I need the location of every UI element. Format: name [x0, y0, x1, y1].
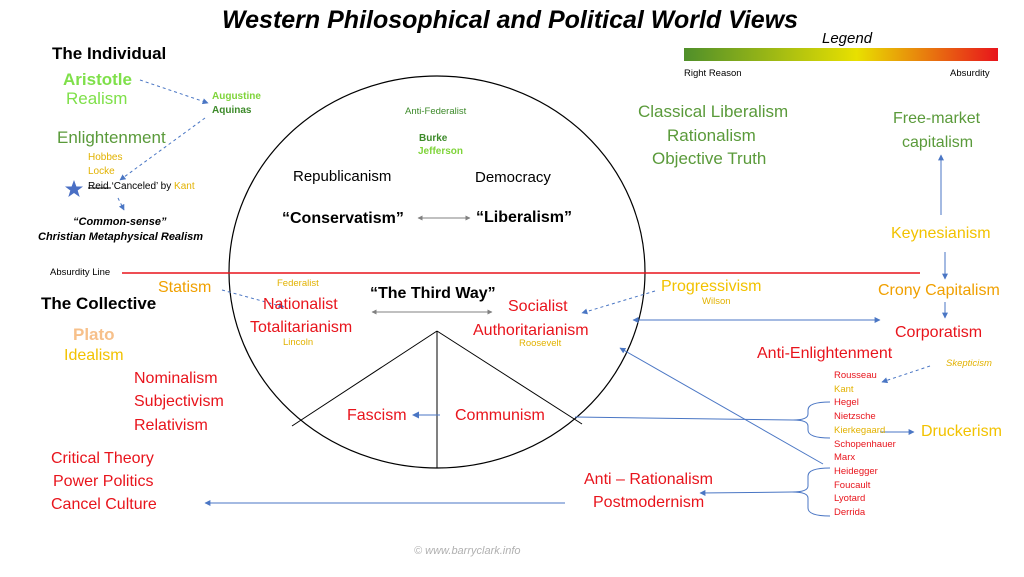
aristotle-label: Aristotle: [63, 70, 132, 89]
thinker-kierkegaard: Kierkegaard: [834, 425, 886, 436]
realism-label: Realism: [66, 89, 128, 108]
collective-heading: The Collective: [41, 294, 157, 313]
anti-enlightenment-label: Anti-Enlightenment: [757, 345, 893, 362]
progressivism-socialist-arrow: [581, 290, 656, 315]
plato-label: Plato: [73, 325, 115, 344]
heidegger-authoritarianism-arrow: [619, 347, 824, 465]
locke-label: Locke: [88, 166, 115, 177]
augustine-label: Augustine: [212, 91, 261, 102]
nominalism-label: Nominalism: [134, 370, 218, 387]
aristotle-augustine-arrow: [139, 79, 209, 105]
free-market-label-line2: capitalism: [902, 134, 974, 151]
skepticism-label: Skepticism: [946, 358, 992, 369]
thinker-rousseau: Rousseau: [834, 370, 877, 381]
free-market-label-line1: Free-market: [893, 110, 981, 127]
federalist-label: Federalist: [277, 278, 319, 289]
thinkers-upper-brace: [792, 401, 831, 439]
thinker-foucault: Foucault: [834, 480, 871, 491]
postmodernism-label: Postmodernism: [593, 494, 705, 511]
wilson-label: Wilson: [702, 296, 731, 307]
corporatism-label: Corporatism: [895, 324, 983, 341]
communism-label: Communism: [455, 407, 545, 424]
jefferson-label: Jefferson: [418, 146, 464, 157]
legend-left-label: Right Reason: [684, 68, 742, 79]
aquinas-label: Aquinas: [212, 105, 252, 116]
kant-by-label: Kant: [174, 181, 195, 192]
authoritarianism-label: Authoritarianism: [473, 322, 589, 339]
classical-liberalism-label: Classical Liberalism: [638, 102, 789, 121]
thinker-kant: Kant: [834, 384, 854, 395]
druckerism-label: Druckerism: [921, 423, 1002, 440]
common-sense-label: “Common-sense”: [73, 216, 167, 228]
conservatism-label: “Conservatism”: [282, 210, 404, 227]
crony-capitalism-label: Crony Capitalism: [878, 282, 1000, 299]
cancel-culture-label: Cancel Culture: [51, 496, 157, 513]
subjectivism-label: Subjectivism: [134, 393, 224, 410]
legend-gradient-bar: [684, 48, 998, 61]
hobbes-label: Hobbes: [88, 152, 123, 163]
legend-title: Legend: [822, 30, 873, 47]
individual-heading: The Individual: [52, 44, 167, 63]
statism-label: Statism: [158, 279, 212, 296]
thinker-schopenhauer: Schopenhauer: [834, 439, 896, 450]
democracy-label: Democracy: [475, 169, 551, 186]
reid-label: Reid‘Canceled’ by Kant: [88, 181, 195, 193]
power-politics-label: Power Politics: [53, 473, 154, 490]
page-title: Western Philosophical and Political Worl…: [222, 6, 799, 34]
fascism-label: Fascism: [347, 407, 407, 424]
burke-label: Burke: [419, 133, 448, 144]
lincoln-label: Lincoln: [283, 337, 314, 348]
totalitarianism-label: Totalitarianism: [250, 319, 353, 336]
thinker-nietzsche: Nietzsche: [834, 411, 876, 422]
roosevelt-label: Roosevelt: [519, 338, 562, 349]
thinker-derrida: Derrida: [834, 507, 866, 518]
thinker-marx: Marx: [834, 452, 856, 463]
keynesianism-label: Keynesianism: [891, 225, 991, 242]
liberalism-label: “Liberalism”: [476, 209, 573, 226]
canceled-by-text: ‘Canceled’ by: [111, 181, 175, 192]
critical-theory-label: Critical Theory: [51, 450, 154, 467]
third-way-label: “The Third Way”: [370, 285, 496, 302]
copyright-notice: © www.barryclark.info: [414, 545, 521, 557]
enlightenment-label: Enlightenment: [57, 128, 166, 147]
nationalist-label: Nationalist: [263, 296, 338, 313]
christian-realism-label: Christian Metaphysical Realism: [38, 231, 204, 243]
star-icon: [65, 180, 83, 197]
thinker-lyotard: Lyotard: [834, 493, 866, 504]
peace-line-right: [436, 330, 583, 425]
communism-fascism-arrow: [412, 411, 440, 419]
brace-communism-line: [574, 416, 794, 421]
anti-rationalism-label: Anti – Rationalism: [584, 471, 713, 488]
peace-line-left: [291, 330, 438, 427]
thinker-heidegger: Heidegger: [834, 466, 878, 477]
rationalism-label: Rationalism: [667, 126, 756, 145]
legend-right-label: Absurdity: [950, 68, 990, 79]
idealism-label: Idealism: [64, 347, 124, 364]
thinker-hegel: Hegel: [834, 397, 859, 408]
socialist-label: Socialist: [508, 298, 568, 315]
anti-federalist-label: Anti-Federalist: [405, 106, 467, 117]
reid-name: Reid: [88, 181, 109, 192]
reid-common-sense-arrow: [117, 197, 125, 211]
republicanism-label: Republicanism: [293, 168, 392, 185]
thinkers-lower-brace: [791, 467, 831, 517]
progressivism-label: Progressivism: [661, 278, 762, 295]
statism-nationalist-arrow: [221, 289, 285, 309]
skepticism-rousseau-arrow: [881, 365, 931, 384]
absurdity-line-label: Absurdity Line: [50, 267, 111, 278]
objective-truth-label: Objective Truth: [652, 149, 767, 168]
relativism-label: Relativism: [134, 417, 208, 434]
brace-postmodernism-arrow: [699, 489, 793, 496]
